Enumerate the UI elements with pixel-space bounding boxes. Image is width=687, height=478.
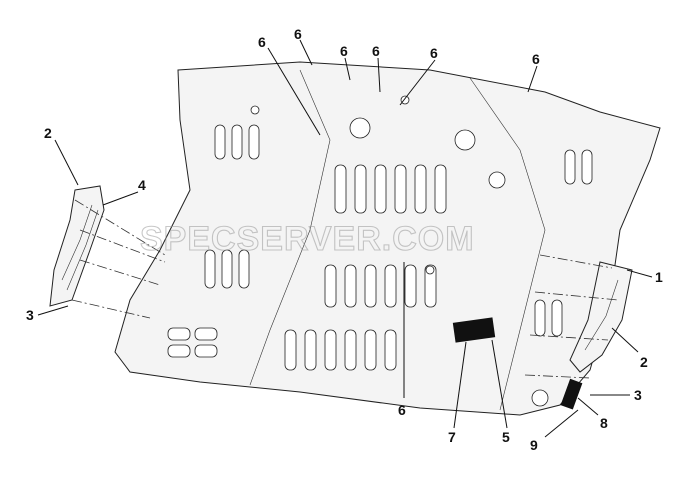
callout-label: 6 [430, 45, 438, 61]
callout-label: 2 [44, 125, 52, 141]
callout-label: 9 [530, 437, 538, 453]
part-8 [560, 378, 583, 410]
callout-label: 6 [398, 402, 406, 418]
callout-label: 6 [372, 43, 380, 59]
callout-label: 3 [26, 307, 34, 323]
pad-part-7 [452, 317, 496, 343]
callout-label: 2 [640, 354, 648, 370]
callout-label: 6 [532, 51, 540, 67]
callout-label: 8 [600, 415, 608, 431]
callout-label: 4 [138, 177, 146, 193]
callout-label: 6 [258, 34, 266, 50]
watermark: SPECSERVER.COM [140, 220, 475, 258]
callout-label: 6 [294, 26, 302, 42]
callouts: 6 6 6 6 6 6 2 4 3 1 2 3 8 9 5 7 6 [26, 26, 663, 453]
callout-label: 3 [634, 387, 642, 403]
assembly-lines [71, 199, 619, 379]
floor-holes [250, 95, 549, 407]
callout-label: 7 [448, 429, 456, 445]
callout-label: 1 [655, 269, 663, 285]
floor-panel-assembly [114, 61, 661, 416]
leader-lines [37, 39, 653, 438]
callout-label: 5 [502, 429, 510, 445]
floor-ribs [167, 124, 593, 371]
left-reinforcement [49, 185, 105, 307]
callout-label: 6 [340, 43, 348, 59]
